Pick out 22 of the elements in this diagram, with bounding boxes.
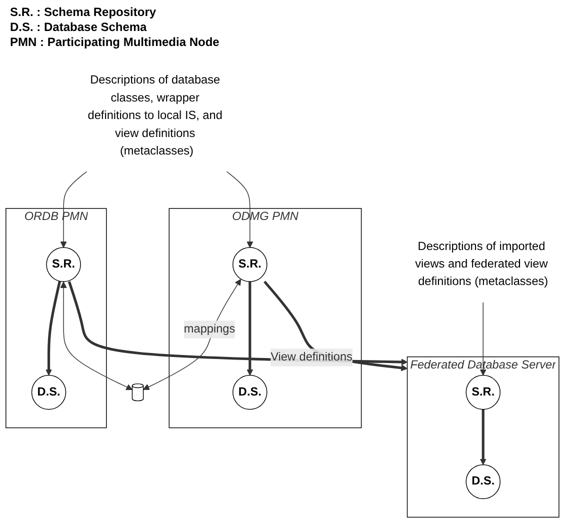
arrow <box>60 282 133 390</box>
node-text: Descriptions of imported views and federated view definitions (metaclasses) <box>415 240 548 288</box>
arrow <box>143 278 242 390</box>
node-circle: S.R. <box>46 247 81 282</box>
arrow <box>480 409 486 465</box>
abbreviation-note: D.S. : Database Schema <box>10 20 148 34</box>
arrow <box>480 302 486 376</box>
node-circle: D.S. <box>232 374 268 410</box>
abbreviation-note: S.R. : Schema Repository <box>10 5 158 19</box>
arrow <box>46 280 62 376</box>
node-circle: S.R. <box>232 247 268 282</box>
node-circle: D.S. <box>466 464 501 500</box>
edge-label: mappings <box>184 322 236 336</box>
node-circle: D.S. <box>31 374 66 410</box>
abbreviation-note: PMN : Participating Multimedia Node <box>10 35 220 49</box>
node-cylinder <box>132 383 144 402</box>
node-circle: S.R. <box>466 374 501 410</box>
edge-label: View definitions <box>270 350 352 364</box>
arrow <box>264 280 408 372</box>
node-text: Descriptions of database classes, wrapper definitions to local IS, and view definitions (metaclasses) <box>88 74 222 158</box>
arrow <box>60 171 88 248</box>
arrow <box>246 282 254 376</box>
